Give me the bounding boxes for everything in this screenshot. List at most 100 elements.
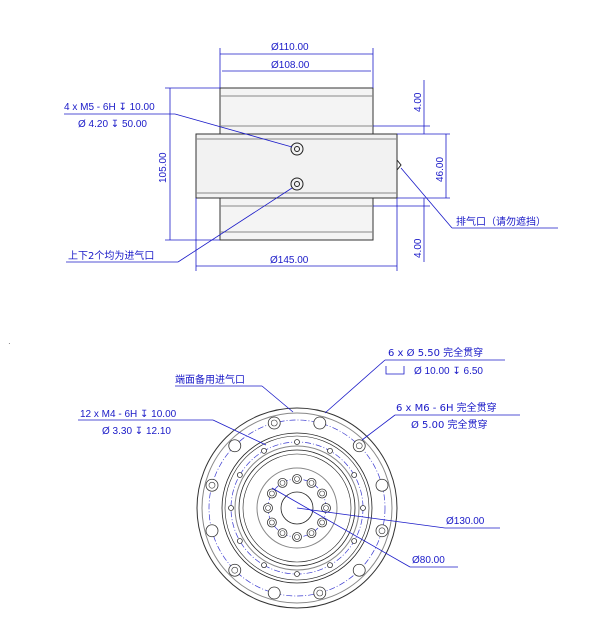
outer-ring-hole bbox=[205, 478, 219, 492]
outer-ring-hole-bore bbox=[208, 481, 216, 489]
inlet-note-label: 上下2个均为进气口 bbox=[68, 249, 154, 262]
dim-outer-top-label: Ø110.00 bbox=[271, 42, 309, 53]
inner-ring-hole-bore bbox=[294, 534, 300, 540]
bottom-flange bbox=[219, 197, 374, 241]
bolt-holes bbox=[205, 416, 389, 600]
dimension-housing: Ø145.00 bbox=[195, 198, 398, 271]
inner-ring-hole-bore bbox=[265, 505, 271, 511]
dim-housing-label: Ø145.00 bbox=[270, 255, 309, 266]
m4-line1: 12 x M4 - 6H ↧ 10.00 bbox=[80, 409, 177, 420]
m6-line1: 6 x M6 - 6H 完全贯穿 bbox=[396, 401, 497, 414]
outer-ring-hole bbox=[352, 563, 366, 577]
inner-ring-hole-bore bbox=[319, 519, 325, 526]
dimension-height: 105.00 bbox=[158, 87, 220, 241]
outer-ring-hole bbox=[267, 416, 281, 430]
face-inlet-label: 端面备用进气口 bbox=[175, 373, 245, 386]
mid-ring-hole bbox=[327, 447, 333, 454]
outer-ring-hole bbox=[205, 524, 219, 538]
inner-ring-hole-bore bbox=[269, 490, 275, 497]
dim-top-step-label: 4.00 bbox=[413, 92, 424, 112]
pcd-outer-circle bbox=[208, 419, 386, 597]
inner-ring-hole bbox=[277, 528, 288, 539]
outer-ring-hole bbox=[352, 439, 366, 453]
inner-ring-hole-bore bbox=[294, 476, 300, 482]
dimension-pcd-outer: Ø130.00 bbox=[296, 507, 500, 529]
thread-callout-line2: Ø 4.20 ↧ 50.00 bbox=[78, 119, 147, 130]
top-flange bbox=[219, 87, 374, 135]
outer-ring-hole bbox=[375, 478, 389, 492]
dimension-inner-top: Ø108.00 bbox=[222, 60, 371, 72]
dim-bottom-step-label: 4.00 bbox=[413, 238, 424, 258]
face-inlet-callout: 端面备用进气口 bbox=[175, 373, 294, 413]
inner-ring-hole bbox=[266, 517, 277, 528]
thread-callout: 4 x M5 - 6H ↧ 10.00 Ø 4.20 ↧ 50.00 bbox=[64, 102, 293, 148]
inner-ring-hole bbox=[277, 477, 288, 488]
m4-line2: Ø 3.30 ↧ 12.10 bbox=[102, 426, 171, 437]
inner-ring-hole bbox=[317, 488, 328, 499]
mid-ring-hole bbox=[360, 505, 366, 511]
dim-mid-label: 46.00 bbox=[435, 157, 446, 182]
inner-ring-hole-bore bbox=[323, 505, 329, 511]
outer-ring-hole-bore bbox=[378, 527, 386, 535]
mid-ring-hole bbox=[351, 472, 358, 478]
mid-ring-hole bbox=[236, 472, 243, 478]
outer-ring-hole bbox=[228, 563, 242, 577]
mid-ring-hole bbox=[351, 538, 358, 544]
side-view: Ø110.00 Ø108.00 Ø145.00 105.00 bbox=[64, 42, 558, 271]
dim-height-label: 105.00 bbox=[158, 152, 169, 183]
inner-ring-hole bbox=[321, 503, 331, 513]
outer-ring-hole-bore bbox=[231, 566, 239, 574]
thread-callout-line1: 4 x M5 - 6H ↧ 10.00 bbox=[64, 102, 155, 113]
stray-mark: · bbox=[8, 339, 11, 348]
dim-inner-top-label: Ø108.00 bbox=[271, 60, 310, 71]
inner-ring-hole-bore bbox=[279, 480, 286, 486]
dimension-right-stack: 4.00 46.00 4.00 bbox=[373, 80, 450, 262]
thru-hole-line2: Ø 10.00 ↧ 6.50 bbox=[414, 366, 483, 377]
inner-ring-hole bbox=[292, 532, 302, 542]
mid-ring-hole bbox=[294, 439, 300, 445]
outer-ring-hole bbox=[228, 439, 242, 453]
thru-hole-line1: 6 x Ø 5.50 完全贯穿 bbox=[388, 346, 483, 359]
dim-pcd-inner-label: Ø80.00 bbox=[412, 555, 445, 566]
dimension-outer-top: Ø110.00 bbox=[219, 42, 374, 88]
exhaust-note-label: 排气口（请勿遮挡） bbox=[456, 215, 546, 228]
outer-ring-hole bbox=[375, 524, 389, 538]
inner-ring-hole bbox=[317, 517, 328, 528]
outer-ring-hole bbox=[267, 586, 281, 600]
inner-ring-hole-bore bbox=[308, 530, 315, 536]
inlet-port-upper bbox=[290, 142, 304, 156]
outer-ring-hole-bore bbox=[270, 419, 278, 427]
mid-ring-hole bbox=[228, 505, 234, 511]
inner-ring-hole bbox=[292, 474, 302, 484]
main-housing bbox=[195, 133, 398, 199]
inner-ring-hole-bore bbox=[279, 530, 286, 536]
inner-ring-hole-bore bbox=[308, 480, 315, 486]
m4-callout: 12 x M4 - 6H ↧ 10.00 Ø 3.30 ↧ 12.10 bbox=[78, 409, 267, 446]
mid-ring-hole bbox=[236, 538, 243, 544]
mid-ring-hole bbox=[294, 571, 300, 577]
inner-ring-hole-bore bbox=[269, 519, 275, 526]
m6-line2: Ø 5.00 完全贯穿 bbox=[411, 418, 488, 431]
outer-ring-hole bbox=[313, 586, 327, 600]
m6-callout: 6 x M6 - 6H 完全贯穿 Ø 5.00 完全贯穿 bbox=[361, 401, 520, 441]
dimension-pcd-inner: Ø80.00 bbox=[271, 487, 458, 568]
outer-ring-hole-bore bbox=[316, 589, 324, 597]
inner-ring-hole bbox=[306, 477, 317, 488]
inner-ring-hole bbox=[263, 503, 273, 513]
outer-ring-hole-bore bbox=[355, 442, 363, 450]
inner-ring-hole bbox=[266, 488, 277, 499]
thru-hole-callout: 6 x Ø 5.50 完全贯穿 Ø 10.00 ↧ 6.50 bbox=[324, 346, 505, 414]
outer-ring-hole bbox=[313, 416, 327, 430]
mid-ring-hole bbox=[261, 447, 267, 454]
mid-ring-hole bbox=[327, 562, 333, 569]
mid-ring-hole bbox=[261, 562, 267, 569]
exhaust-note: 排气口（请勿遮挡） bbox=[400, 167, 558, 229]
exhaust-port bbox=[396, 159, 402, 171]
inner-ring-hole bbox=[306, 528, 317, 539]
inlet-port-lower bbox=[290, 177, 304, 191]
dim-pcd-outer-label: Ø130.00 bbox=[446, 516, 485, 527]
inner-ring-hole-bore bbox=[319, 490, 325, 497]
front-view: Ø130.00 Ø80.00 端面备用进气口 6 x Ø 5.50 完全贯穿 Ø… bbox=[78, 346, 520, 609]
inlet-note: 上下2个均为进气口 bbox=[66, 187, 293, 263]
